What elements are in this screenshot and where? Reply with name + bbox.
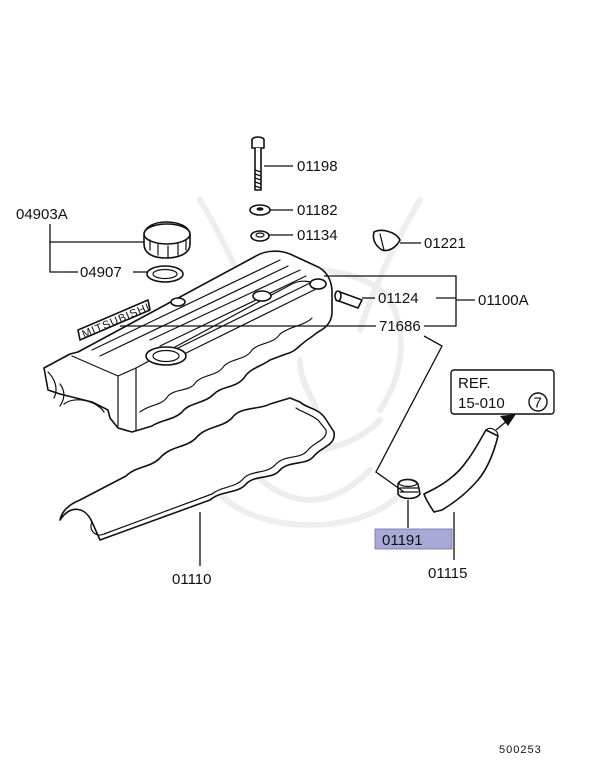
label-04903a: 04903A <box>16 206 68 223</box>
ref-circle-number: 7 <box>534 395 542 412</box>
reference-box: REF. 15-010 7 <box>450 369 555 415</box>
label-01115: 01115 <box>428 565 468 582</box>
label-01198: 01198 <box>297 158 338 175</box>
diagram-number: 500253 <box>499 744 542 756</box>
seal-ring <box>250 230 270 242</box>
cap-gasket <box>146 265 184 283</box>
half-moon-plug <box>372 229 401 252</box>
label-04907: 04907 <box>80 264 122 281</box>
part-labels: 01198 04903A 01182 01134 01221 04907 011… <box>16 158 542 756</box>
label-01100a: 01100A <box>478 292 529 309</box>
ref-line-2: 15-010 <box>458 395 505 412</box>
label-01124: 01124 <box>378 290 419 307</box>
ref-circle <box>528 392 548 412</box>
leader-lines <box>49 165 475 566</box>
label-01182: 01182 <box>297 202 338 219</box>
label-71686: 71686 <box>379 318 421 335</box>
bolt <box>251 136 265 191</box>
label-01221: 01221 <box>424 235 466 252</box>
label-01191: 01191 <box>382 532 423 549</box>
oil-filler-cap <box>143 221 191 259</box>
pcv-nipple <box>334 290 363 309</box>
pcv-valve <box>397 478 421 500</box>
label-01110: 01110 <box>172 571 212 588</box>
ref-arrow <box>495 414 516 431</box>
ref-line-1: REF. <box>458 375 491 392</box>
valve-cover-gasket <box>59 397 335 541</box>
washer <box>249 204 271 216</box>
highlight-01191 <box>374 528 453 550</box>
pcv-hose <box>423 427 499 513</box>
label-01134: 01134 <box>297 227 338 244</box>
